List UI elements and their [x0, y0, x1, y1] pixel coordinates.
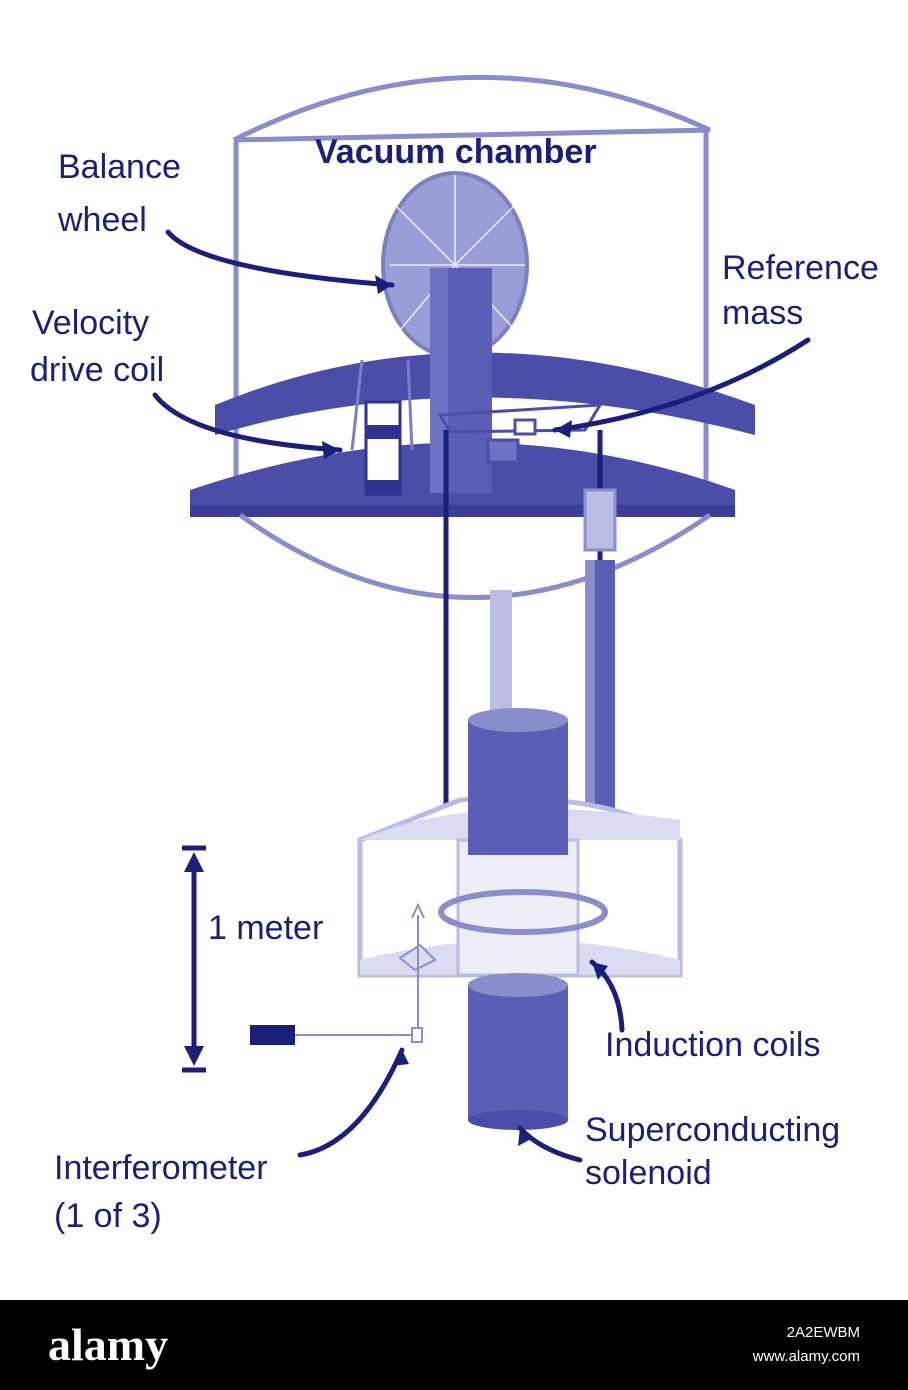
footer-bar: alamy 2A2EWBM www.alamy.com: [0, 1300, 908, 1390]
balance-wheel-label-line1: Balance: [58, 148, 181, 186]
superconducting-label-line2: solenoid: [585, 1154, 712, 1192]
velocity-drive-pointer: [152, 392, 343, 453]
pointer-arrows: [152, 229, 811, 1163]
balance-wheel-label-line2: wheel: [58, 201, 147, 239]
side-tube: [583, 488, 617, 850]
vacuum-chamber: [232, 74, 712, 505]
induction-coil-ring: [438, 889, 608, 935]
interferometer-label-line1: Interferometer: [54, 1149, 268, 1187]
superconducting-solenoid: [468, 973, 568, 1130]
balance-wheel-pointer: [165, 229, 395, 288]
reference-mass-pointer: [552, 337, 811, 433]
interferometer-pointer: [297, 1047, 405, 1158]
reference-mass-label-line2: mass: [722, 294, 804, 332]
velocity-drive-coil: [350, 359, 414, 496]
alamy-url[interactable]: www.alamy.com: [752, 1348, 860, 1365]
reference-mass-assembly: [437, 403, 603, 464]
velocity-drive-label-line2: drive coil: [30, 351, 165, 389]
upper-solenoid: [468, 708, 568, 855]
lower-housing: [357, 795, 683, 978]
superconducting-pointer: [517, 1125, 583, 1163]
image-code: 2A2EWBM: [786, 1324, 860, 1341]
watt-balance-diagram: [152, 74, 811, 1163]
vacuum-chamber-label: Vacuum chamber: [315, 133, 597, 171]
superconducting-label-line1: Superconducting: [585, 1111, 841, 1149]
one-meter-label: 1 meter: [208, 909, 324, 947]
interferometer-optics: [295, 902, 437, 1043]
reference-mass-label-line1: Reference: [722, 249, 879, 287]
induction-coils-label: Induction coils: [605, 1026, 821, 1064]
alamy-logo: alamy: [48, 1319, 169, 1370]
velocity-drive-label-line1: Velocity: [32, 304, 150, 342]
interferometer-label-line2: (1 of 3): [54, 1197, 162, 1235]
lower-bowl: [238, 512, 712, 600]
laser-source: [250, 1025, 295, 1045]
meter-scale: [182, 845, 206, 1073]
